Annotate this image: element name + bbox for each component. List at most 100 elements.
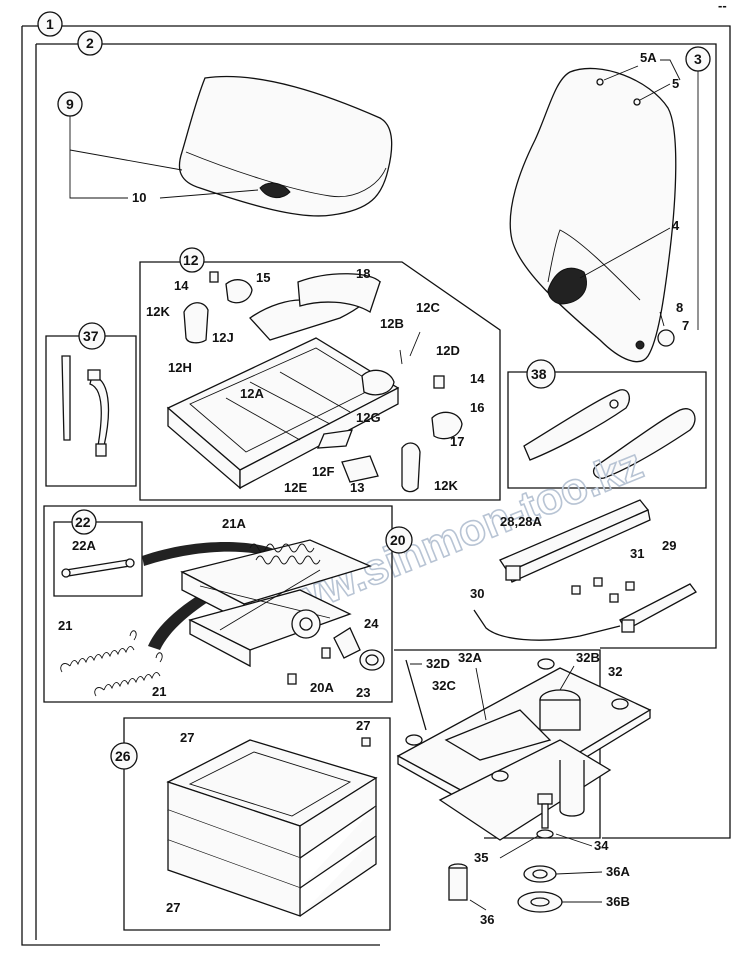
assembly-callout-20: 20 bbox=[385, 526, 413, 554]
svg-text:22: 22 bbox=[75, 514, 91, 530]
label-12F: 12F bbox=[312, 464, 334, 479]
label-18: 18 bbox=[356, 266, 370, 281]
slide-rail-28 bbox=[499, 499, 651, 583]
screw-27 bbox=[361, 737, 371, 747]
label-21A: 21A bbox=[222, 516, 246, 531]
assembly-callout-26: 26 bbox=[110, 742, 138, 770]
label-5A: 5A bbox=[640, 50, 657, 65]
svg-text:37: 37 bbox=[83, 328, 99, 344]
knob-7 bbox=[657, 329, 675, 347]
cap-24 bbox=[333, 627, 361, 659]
svg-text:1: 1 bbox=[46, 16, 54, 32]
svg-text:26: 26 bbox=[115, 748, 131, 764]
box-12 bbox=[139, 261, 501, 501]
label-12B: 12B bbox=[380, 316, 404, 331]
leader-lines-5 bbox=[603, 59, 681, 101]
label-36: 36 bbox=[480, 912, 494, 927]
bolt-34 bbox=[536, 793, 554, 839]
lever-parts-37 bbox=[61, 355, 110, 457]
bellows-cover bbox=[166, 739, 378, 917]
label-8: 8 bbox=[676, 300, 683, 315]
svg-text:38: 38 bbox=[531, 366, 547, 382]
label-27-c: 27 bbox=[166, 900, 180, 915]
label-13: 13 bbox=[350, 480, 364, 495]
label-14-right: 14 bbox=[470, 371, 485, 386]
label-30: 30 bbox=[470, 586, 484, 601]
svg-text:12: 12 bbox=[183, 252, 199, 268]
assembly-callout-22: 22 bbox=[71, 509, 97, 535]
label-12C: 12C bbox=[416, 300, 440, 315]
knob-23 bbox=[359, 649, 385, 671]
label-24: 24 bbox=[364, 616, 379, 631]
label-32C: 32C bbox=[432, 678, 456, 693]
rubber-36A bbox=[523, 865, 557, 883]
assembly-callout-12: 12 bbox=[179, 247, 205, 273]
box-37 bbox=[45, 335, 137, 487]
svg-text:9: 9 bbox=[66, 96, 74, 112]
assembly-callout-9: 9 bbox=[57, 91, 83, 117]
label-4: 4 bbox=[672, 218, 680, 233]
label-12E: 12E bbox=[284, 480, 307, 495]
label-12D: 12D bbox=[436, 343, 460, 358]
label-21-upper: 21 bbox=[58, 618, 72, 633]
leader-lines-cushion bbox=[69, 116, 259, 199]
label-17: 17 bbox=[450, 434, 464, 449]
rod-32C bbox=[405, 659, 427, 731]
box-26 bbox=[123, 717, 391, 931]
label-32: 32 bbox=[608, 664, 622, 679]
bushing-36 bbox=[448, 863, 468, 901]
label-31: 31 bbox=[630, 546, 644, 561]
svg-text:3: 3 bbox=[694, 51, 702, 67]
svg-text:2: 2 bbox=[86, 35, 94, 51]
box-20 bbox=[43, 505, 393, 703]
label-36A: 36A bbox=[606, 864, 630, 879]
box-22 bbox=[53, 521, 143, 597]
arrow-to-21A bbox=[142, 542, 282, 566]
label-14-top: 14 bbox=[174, 278, 189, 293]
label-32B: 32B bbox=[576, 650, 600, 665]
label-10: 10 bbox=[132, 190, 146, 205]
label-12J: 12J bbox=[212, 330, 234, 345]
assembly-callout-38: 38 bbox=[526, 359, 556, 389]
seat-frame bbox=[166, 271, 463, 493]
assembly-callout-37: 37 bbox=[78, 322, 106, 350]
label-29: 29 bbox=[662, 538, 676, 553]
label-27-a: 27 bbox=[180, 730, 194, 745]
backrest bbox=[509, 67, 677, 363]
leader-line-36 bbox=[469, 899, 487, 911]
label-35: 35 bbox=[474, 850, 488, 865]
label-20A: 20A bbox=[310, 680, 334, 695]
label-12K-right: 12K bbox=[434, 478, 458, 493]
label-12K-left: 12K bbox=[146, 304, 170, 319]
box-38 bbox=[507, 371, 707, 489]
label-32D: 32D bbox=[426, 656, 450, 671]
bushing-20A-a bbox=[321, 647, 331, 659]
clips-31 bbox=[571, 577, 635, 603]
assembly-callout-2: 2 bbox=[77, 30, 103, 56]
leader-line-4 bbox=[579, 227, 671, 279]
armrest bbox=[523, 389, 696, 479]
label-21-lower: 21 bbox=[152, 684, 166, 699]
bolt-8 bbox=[659, 311, 665, 327]
corner-mark: -- bbox=[718, 0, 727, 13]
assembly-callout-1: 1 bbox=[37, 11, 63, 37]
label-5: 5 bbox=[672, 76, 679, 91]
label-34: 34 bbox=[594, 838, 609, 853]
label-32A: 32A bbox=[458, 650, 482, 665]
label-12A: 12A bbox=[240, 386, 264, 401]
label-16: 16 bbox=[470, 400, 484, 415]
label-7: 7 bbox=[682, 318, 689, 333]
label-12H: 12H bbox=[168, 360, 192, 375]
leader-lines-34-35 bbox=[499, 833, 593, 859]
base-plate-32 bbox=[396, 658, 652, 841]
shaft-22A bbox=[61, 558, 135, 578]
spring-21-lower bbox=[94, 652, 163, 697]
spring-21-upper bbox=[60, 630, 137, 673]
bushing-20A-b bbox=[287, 673, 297, 685]
label-28: 28,28A bbox=[500, 514, 543, 529]
svg-text:20: 20 bbox=[390, 532, 406, 548]
rod-30 bbox=[473, 609, 621, 641]
slide-rail-29 bbox=[619, 583, 697, 633]
seat-cushion bbox=[178, 75, 393, 217]
